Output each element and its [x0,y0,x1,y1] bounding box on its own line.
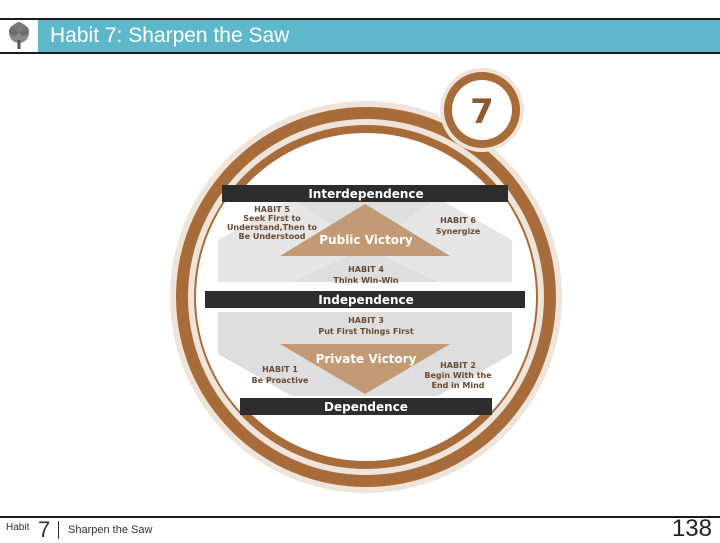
public-victory-triangle [280,204,450,256]
footer-habit-number: 7 [38,517,51,542]
footer-separator [58,521,59,539]
diagram-text-line: Understand,Then to [227,223,318,232]
footer-habit-label: Habit [6,522,30,533]
habit-1-text: HABIT 1 Be Proactive [252,365,310,385]
footer-rule [0,516,720,518]
diagram-text-line: Seek First to [243,214,301,223]
slide-header: Habit 7: Sharpen the Saw [0,18,720,54]
habit-4-text: HABIT 4 Think Win-Win [333,265,398,285]
diagram-text-line: HABIT 4 [348,265,384,274]
tree-icon [0,20,38,52]
badge-face [452,80,512,140]
diagram-text-line: Synergize [436,227,481,236]
header-band [38,20,720,52]
diagram-text-line: Be Proactive [252,376,310,385]
private-victory-label: Private Victory [316,352,417,366]
diagram-text-line: Put First Things First [318,327,413,336]
diagram-text-line: HABIT 2 [440,361,476,370]
independence-label: Independence [318,293,414,307]
diagram-text-line: HABIT 3 [348,316,384,325]
footer-subtitle: Sharpen the Saw [68,524,153,536]
diagram-text-line: Begin With the [424,371,492,380]
private-victory-triangle [280,344,450,394]
diagram-text-line: Be Understood [239,232,306,241]
diagram-text-line: Think Win-Win [333,276,398,285]
diagram-text-line: End in Mind [431,381,484,390]
public-victory-label: Public Victory [319,233,413,247]
diagram-text-line: HABIT 1 [262,365,298,374]
dependence-bar [240,398,492,415]
page-title: Habit 7: Sharpen the Saw [50,24,290,47]
interdependence-bar [222,185,508,202]
dependence-label: Dependence [324,400,408,414]
badge-number: 7 [470,92,494,132]
habit-5-text: HABIT 5 Seek First to Understand,Then to… [227,205,318,241]
habit-3-text: HABIT 3 Put First Things First [318,316,413,336]
independence-bar [205,291,525,308]
page-number: 138 [671,515,712,542]
habit-6-text: HABIT 6 Synergize [436,216,481,236]
diagram-text-line: HABIT 6 [440,216,476,225]
habit-2-text: HABIT 2 Begin With the End in Mind [424,361,492,390]
interdependence-label: Interdependence [308,187,423,201]
diagram-text-line: HABIT 5 [254,205,290,214]
